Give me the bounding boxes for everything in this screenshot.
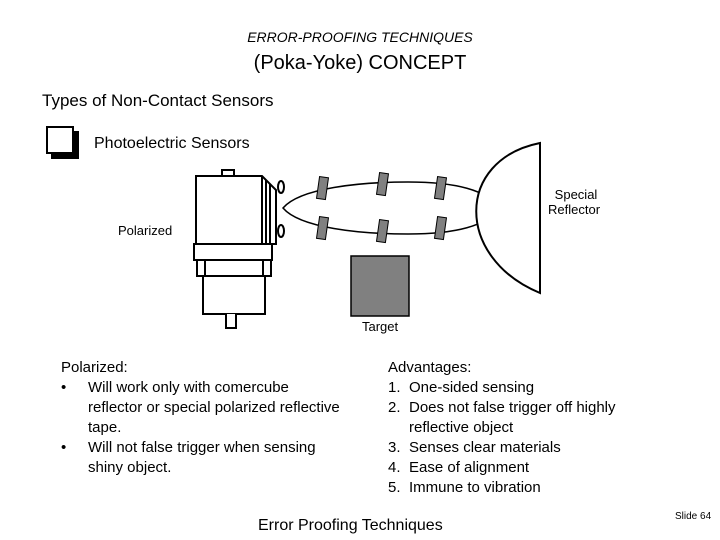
number-mark: 2. <box>388 399 401 416</box>
number-mark: 4. <box>388 459 401 476</box>
reflector-label-line2: Reflector <box>548 202 601 217</box>
list-item: • Will work only with comercube reflecto… <box>61 378 346 438</box>
list-item: 2. Does not false trigger off highly ref… <box>388 398 628 438</box>
reflector-label: Special Reflector <box>548 187 600 217</box>
list-item: 5. Immune to vibration <box>388 478 628 498</box>
number-mark: 1. <box>388 379 401 396</box>
photoelectric-sensor-diagram <box>193 141 541 329</box>
advantages-heading: Advantages: <box>388 359 472 376</box>
light-beam-path <box>282 181 499 235</box>
advantages-notes: Advantages: 1. One-sided sensing 2. Does… <box>388 358 628 498</box>
list-item-text: One-sided sensing <box>409 379 535 396</box>
list-item-text: Will not false trigger when sensing shin… <box>88 439 316 476</box>
special-reflector-shape <box>475 141 541 295</box>
slide-number: Slide 64 <box>675 511 712 522</box>
sensor-body <box>193 169 285 329</box>
polarized-notes: Polarized: • Will work only with comercu… <box>61 358 346 478</box>
list-item: 4. Ease of alignment <box>388 458 628 478</box>
target-label: Target <box>362 319 399 334</box>
number-mark: 5. <box>388 479 401 496</box>
list-item-text: Will work only with comercube reflector … <box>88 379 340 436</box>
polarized-list: • Will work only with comercube reflecto… <box>61 378 346 478</box>
list-item-text: Immune to vibration <box>409 479 541 496</box>
list-item: 3. Senses clear materials <box>388 438 628 458</box>
footer-text: Error Proofing Techniques <box>258 517 443 534</box>
polarized-label: Polarized <box>118 223 173 238</box>
list-item-text: Does not false trigger off highly reflec… <box>409 399 616 436</box>
section-subtitle: Types of Non-Contact Sensors <box>42 91 274 110</box>
page-title: (Poka-Yoke) CONCEPT <box>253 52 467 74</box>
target-block <box>350 255 410 317</box>
square-bullet-icon <box>46 126 74 154</box>
number-mark: 3. <box>388 439 401 456</box>
header-kicker: ERROR-PROOFING TECHNIQUES <box>247 29 473 45</box>
list-item-text: Senses clear materials <box>409 439 561 456</box>
list-item-text: Ease of alignment <box>409 459 530 476</box>
list-item: • Will not false trigger when sensing sh… <box>61 438 346 478</box>
advantages-list: 1. One-sided sensing 2. Does not false t… <box>388 378 628 498</box>
bullet-mark: • <box>61 439 67 456</box>
reflector-label-line1: Special <box>554 187 598 202</box>
polarizing-filters <box>315 171 448 244</box>
list-item: 1. One-sided sensing <box>388 378 628 398</box>
polarized-heading: Polarized: <box>61 359 128 376</box>
bullet-mark: • <box>61 379 67 396</box>
sensor-title: Photoelectric Sensors <box>94 135 250 152</box>
